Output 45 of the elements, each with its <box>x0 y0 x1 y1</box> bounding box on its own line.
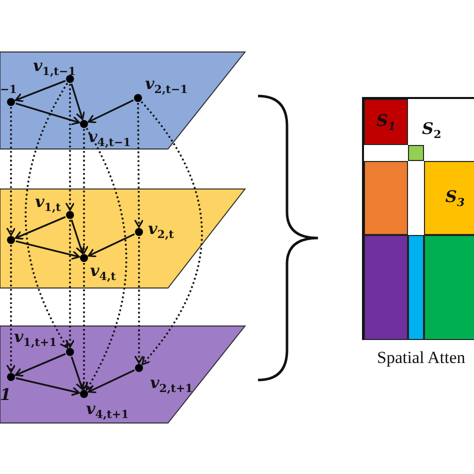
arrow <box>70 220 85 254</box>
dotted-arrow <box>79 129 89 254</box>
node-label: −1 <box>0 82 17 96</box>
matrix-block <box>364 235 408 340</box>
dotted-arrow <box>24 82 68 349</box>
dotted-arrow <box>134 103 144 228</box>
arrow <box>88 99 134 124</box>
matrix-block <box>408 235 424 340</box>
block-label: S$_{3}$ <box>445 186 465 210</box>
node-label: 1 <box>0 387 12 403</box>
arrow <box>88 369 135 394</box>
arrow <box>70 356 85 390</box>
dotted-arrow <box>6 107 16 236</box>
arrow <box>16 102 80 126</box>
attention-matrix <box>362 97 474 340</box>
node-label: S$_{2}$ <box>422 121 442 140</box>
matrix-block <box>424 235 474 340</box>
dotted-arrow <box>65 220 75 348</box>
matrix-block <box>408 145 424 161</box>
caption: Spatial Atten <box>377 348 466 368</box>
matrix-block <box>424 161 474 235</box>
block-label: S$_{1}$ <box>376 110 396 134</box>
dotted-arrow <box>140 101 203 366</box>
dotted-arrow <box>86 128 128 391</box>
node-label: v$_{1,t+1}$ <box>14 329 57 348</box>
arrow <box>88 233 135 258</box>
arrow <box>16 377 80 396</box>
matrix-block <box>364 161 408 235</box>
arrow <box>14 80 66 102</box>
dotted-arrow <box>79 263 89 390</box>
node-label: v$_{2,t}$ <box>148 221 174 240</box>
node-label: v$_{2,t+1}$ <box>150 375 193 394</box>
dotted-arrow <box>65 84 75 211</box>
arrow <box>70 84 86 120</box>
dotted-arrow <box>6 245 16 373</box>
arrow <box>14 353 66 377</box>
node-label: v$_{2,t−1}$ <box>145 76 188 96</box>
node-label: v$_{4,t}$ <box>90 263 116 282</box>
node-label: v$_{1,t−1}$ <box>33 58 76 78</box>
dotted-arrow <box>134 237 144 364</box>
arrow <box>16 240 80 260</box>
node-label: v$_{4,t+1}$ <box>86 401 129 420</box>
arrow <box>14 216 66 240</box>
matrix-block <box>364 99 408 145</box>
node-label: v$_{1,t}$ <box>35 194 61 214</box>
